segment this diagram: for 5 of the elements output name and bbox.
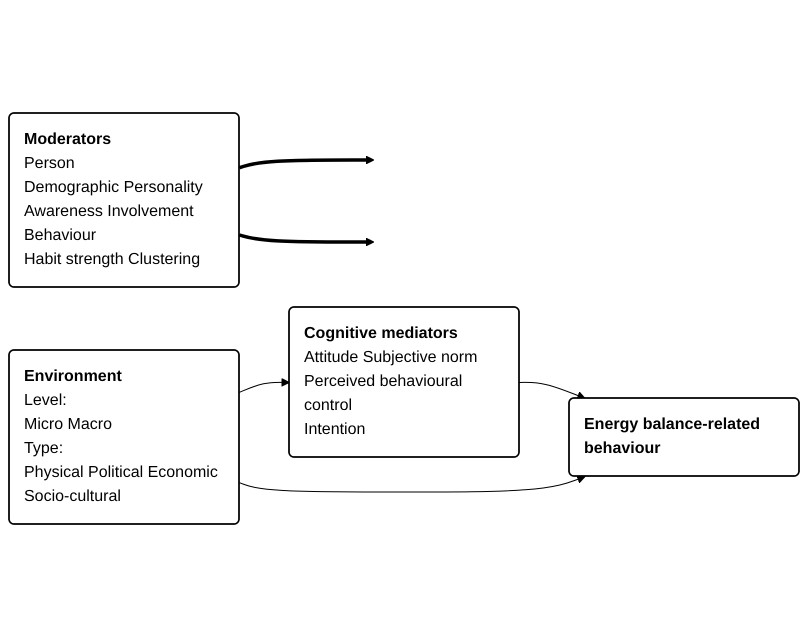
- arrow: [239, 378, 290, 393]
- arrow: [238, 156, 374, 170]
- arrow: [239, 475, 586, 492]
- arrow: [519, 382, 586, 400]
- arrow: [239, 233, 374, 246]
